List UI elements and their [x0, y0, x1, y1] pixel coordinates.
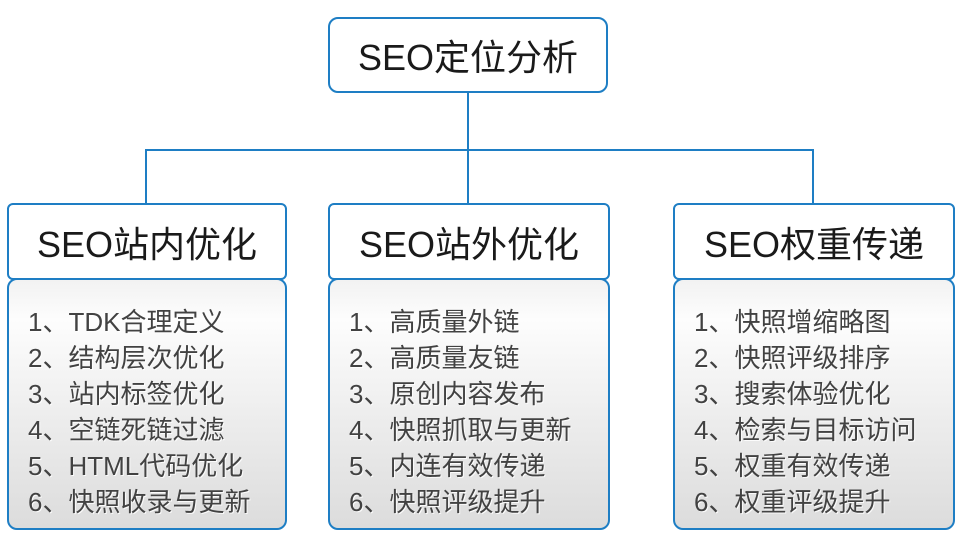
- column-weight-header: SEO权重传递: [673, 203, 955, 280]
- list-item: 6、权重评级提升: [694, 487, 891, 517]
- list-item: 5、权重有效传递: [694, 451, 891, 481]
- column-weight-header-label: SEO权重传递: [703, 223, 925, 265]
- column-onsite-header: SEO站内优化: [7, 203, 287, 280]
- list-item: 2、高质量友链: [349, 343, 520, 373]
- root-node: SEO定位分析: [328, 17, 608, 93]
- list-item: 1、快照增缩略图: [694, 307, 891, 337]
- list-item: 2、快照评级排序: [694, 343, 891, 373]
- list-item: 4、空链死链过滤: [28, 415, 225, 445]
- column-weight-list: 1、快照增缩略图 2、快照评级排序 3、搜索体验优化 4、检索与目标访问 5、权…: [673, 278, 955, 530]
- list-item: 1、TDK合理定义: [28, 307, 225, 337]
- column-onsite-header-label: SEO站内优化: [36, 223, 258, 265]
- list-item: 4、快照抓取与更新: [349, 415, 572, 445]
- list-item: 3、搜索体验优化: [694, 379, 891, 409]
- list-item: 2、结构层次优化: [28, 343, 225, 373]
- list-item: 3、站内标签优化: [28, 379, 225, 409]
- column-offsite-header: SEO站外优化: [328, 203, 610, 280]
- connector-horizontal: [145, 149, 814, 151]
- connector-drop-middle: [467, 149, 469, 205]
- column-onsite-list: 1、TDK合理定义 2、结构层次优化 3、站内标签优化 4、空链死链过滤 5、H…: [7, 278, 287, 530]
- list-item: 1、高质量外链: [349, 307, 520, 337]
- list-item: 5、内连有效传递: [349, 451, 546, 481]
- list-item: 6、快照评级提升: [349, 487, 546, 517]
- connector-root-stem: [467, 93, 469, 151]
- root-node-label: SEO定位分析: [357, 37, 579, 78]
- list-item: 6、快照收录与更新: [28, 487, 251, 517]
- connector-drop-right: [812, 149, 814, 207]
- list-item: 4、检索与目标访问: [694, 415, 917, 445]
- list-item: 5、HTML代码优化: [28, 451, 244, 481]
- column-offsite-list: 1、高质量外链 2、高质量友链 3、原创内容发布 4、快照抓取与更新 5、内连有…: [328, 278, 610, 530]
- connector-drop-left: [145, 149, 147, 205]
- list-item: 3、原创内容发布: [349, 379, 546, 409]
- column-offsite-header-label: SEO站外优化: [358, 223, 580, 265]
